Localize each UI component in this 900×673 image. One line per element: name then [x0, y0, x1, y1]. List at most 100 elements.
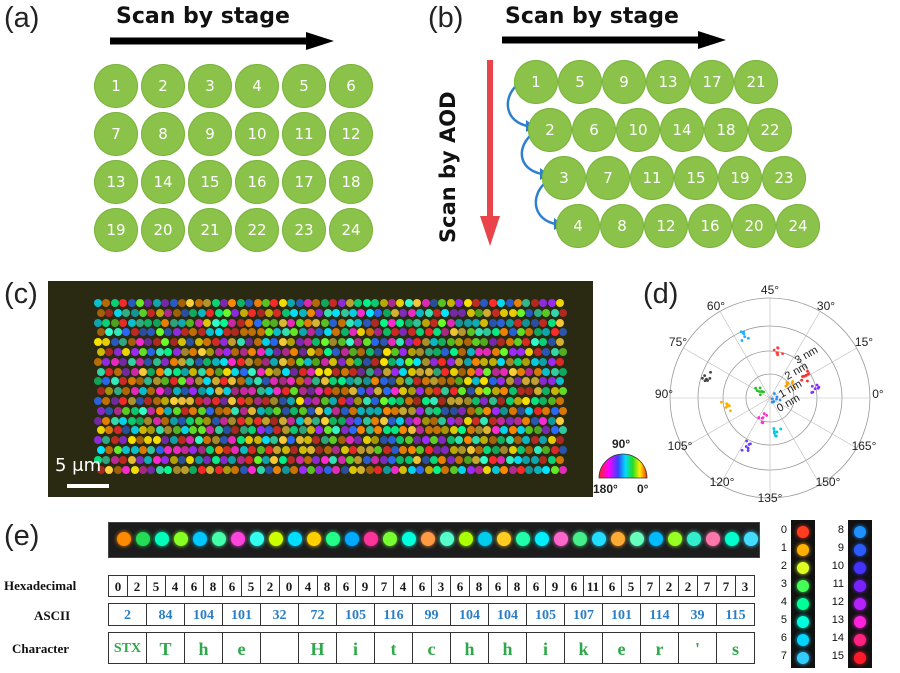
- micro-spot: [122, 387, 131, 396]
- micro-spot: [391, 308, 399, 317]
- micro-spot: [320, 318, 329, 327]
- micro-spot: [441, 367, 450, 376]
- micro-spot: [139, 426, 147, 435]
- micro-spot: [508, 348, 517, 356]
- micro-spot: [102, 416, 111, 425]
- micro-spot: [307, 387, 315, 396]
- micro-spot: [500, 446, 509, 454]
- micro-spot: [307, 426, 315, 435]
- micro-spot: [514, 436, 522, 445]
- micro-spot: [113, 308, 122, 317]
- micro-spot: [169, 416, 178, 425]
- hex-cell: 8: [469, 575, 489, 597]
- micro-spot: [178, 377, 186, 386]
- micro-spot: [194, 299, 203, 307]
- micro-spot: [542, 367, 551, 376]
- micro-spot: [349, 387, 357, 396]
- panel-a-label: (a): [4, 2, 40, 34]
- micro-spot: [391, 406, 399, 415]
- micro-spot: [455, 299, 464, 307]
- grid-b-circle: 3: [542, 156, 586, 200]
- micro-spot: [231, 426, 240, 435]
- grid-a-circle: 22: [235, 208, 279, 252]
- micro-spot: [407, 406, 416, 415]
- micro-spot: [197, 446, 206, 454]
- scale-bar-label: 5 μm: [55, 455, 102, 476]
- micro-spot: [404, 357, 413, 366]
- micro-spot: [491, 446, 500, 454]
- micro-spot: [463, 436, 472, 445]
- micro-spot: [547, 357, 556, 366]
- polar-point: [762, 412, 766, 415]
- micro-spot: [438, 436, 447, 445]
- grid-b-circle: 14: [660, 108, 704, 152]
- micro-spot: [206, 348, 215, 356]
- micro-spot: [458, 308, 467, 317]
- micro-spot: [374, 308, 383, 317]
- micro-spot: [404, 299, 413, 307]
- micro-spot: [556, 357, 564, 366]
- micro-spot: [480, 357, 489, 366]
- strip-spot: [383, 532, 397, 546]
- micro-spot: [349, 328, 357, 337]
- micro-spot: [396, 436, 405, 445]
- polar-point: [743, 335, 747, 339]
- micro-spot: [139, 387, 147, 396]
- micro-spot: [298, 367, 307, 376]
- micro-spot: [113, 446, 122, 454]
- polar-point: [742, 332, 746, 336]
- hex-cell: 0: [108, 575, 128, 597]
- grid-a-circle: 6: [329, 64, 373, 108]
- micro-spot: [94, 299, 102, 307]
- micro-spot: [407, 426, 416, 435]
- micro-spot: [522, 397, 531, 405]
- ascii-cell: 39: [678, 603, 717, 626]
- polar-point: [765, 413, 769, 417]
- micro-spot: [323, 367, 332, 376]
- micro-spot: [220, 318, 228, 327]
- polar-point: [800, 378, 804, 382]
- micro-spot: [312, 397, 321, 405]
- legend-number: 7: [780, 650, 787, 662]
- micro-spot: [253, 299, 262, 307]
- micro-spot: [362, 436, 371, 445]
- micro-spot: [371, 416, 380, 425]
- micro-spot: [298, 406, 307, 415]
- micro-spot: [290, 406, 299, 415]
- micro-spot: [295, 377, 304, 386]
- micro-spot: [203, 416, 212, 425]
- micro-spot: [533, 465, 542, 474]
- micro-spot: [211, 338, 220, 347]
- micro-spot: [253, 455, 262, 464]
- micro-spot: [533, 348, 542, 356]
- micro-spot: [399, 308, 408, 317]
- micro-spot: [388, 397, 396, 405]
- micro-spot: [287, 455, 296, 464]
- micro-spot: [228, 397, 237, 405]
- micro-spot: [475, 446, 483, 454]
- polar-point: [740, 448, 744, 452]
- micro-spot: [517, 367, 525, 376]
- micro-spot: [497, 299, 506, 307]
- micro-spot: [488, 357, 497, 366]
- micro-spot: [189, 348, 198, 356]
- strip-spot: [269, 532, 283, 546]
- micro-spot: [197, 308, 206, 317]
- micro-spot: [329, 299, 338, 307]
- micro-spot: [559, 348, 567, 356]
- micro-spot: [136, 357, 144, 366]
- micro-spot: [164, 367, 173, 376]
- micro-spot: [290, 465, 299, 474]
- micro-spot: [463, 377, 472, 386]
- micro-spot: [127, 357, 136, 366]
- micro-spot: [550, 406, 559, 415]
- micro-spot: [295, 338, 304, 347]
- micro-spot: [220, 455, 228, 464]
- micro-spot: [497, 318, 506, 327]
- micro-spot: [214, 406, 223, 415]
- micro-spot: [547, 299, 556, 307]
- micro-spot: [475, 387, 483, 396]
- micro-spot: [374, 367, 383, 376]
- micro-spot: [346, 338, 354, 347]
- polar-point: [740, 339, 744, 342]
